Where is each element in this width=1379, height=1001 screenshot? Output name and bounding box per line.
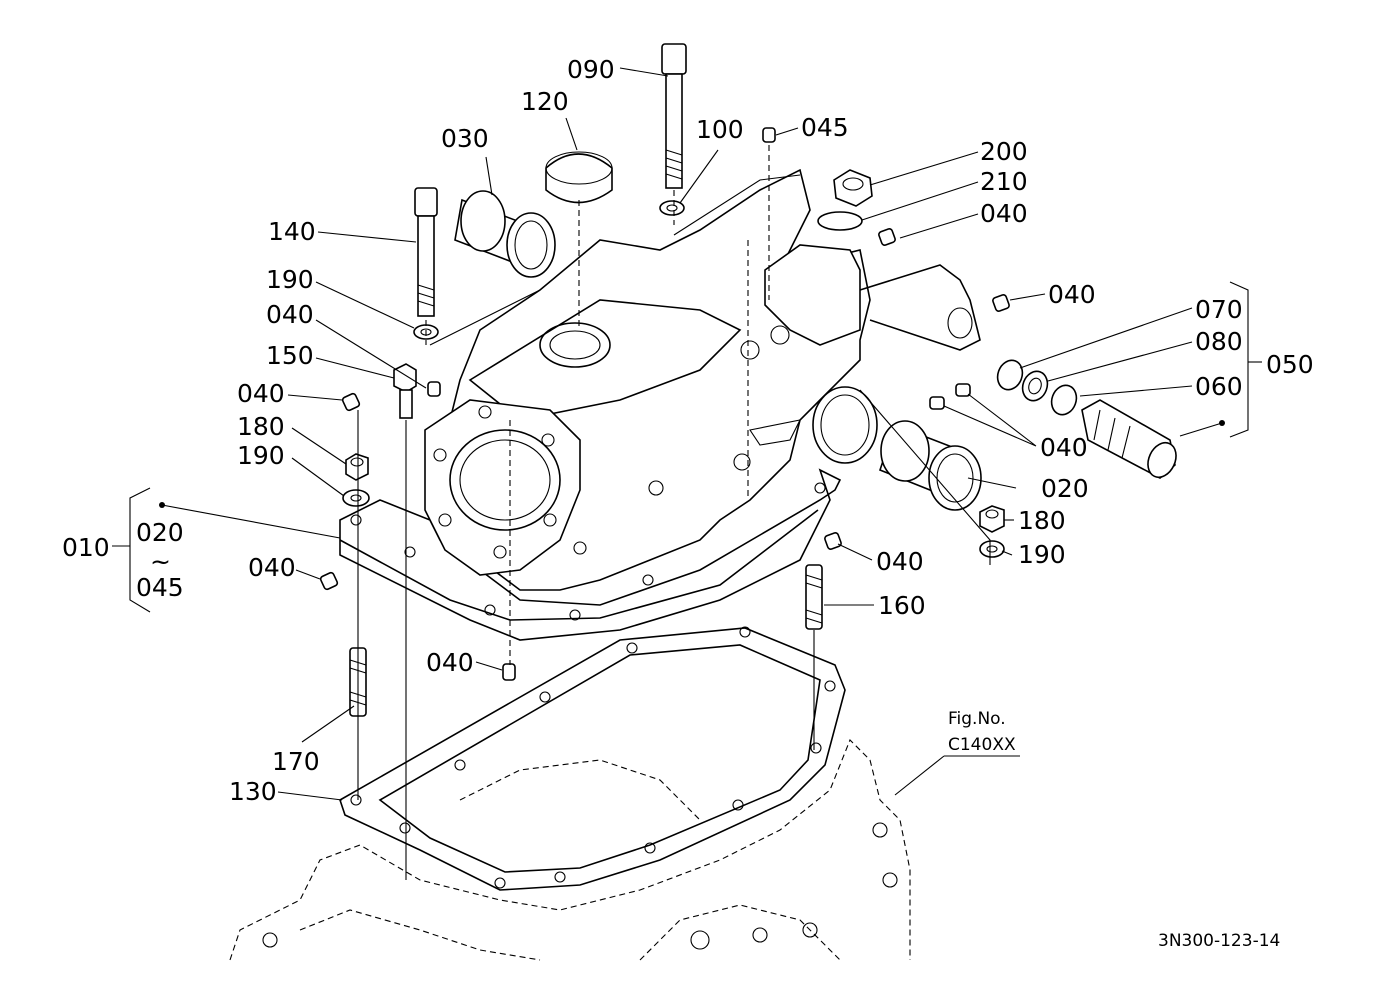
label-040-a: 040: [980, 199, 1028, 228]
label-100: 100: [696, 115, 744, 144]
label-120: 120: [521, 87, 569, 116]
label-010: 010: [62, 533, 110, 562]
bolt-140: [414, 187, 438, 317]
o-ring-070: [996, 359, 1024, 391]
screw-150: [393, 363, 417, 419]
bushing-020: [879, 420, 982, 511]
label-040-b: 040: [1048, 280, 1096, 309]
label-060: 060: [1195, 372, 1243, 401]
figure-reference: Fig.No. C140XX: [948, 709, 1016, 755]
cap-120: [545, 151, 613, 204]
label-200: 200: [980, 137, 1028, 166]
label-070: 070: [1195, 295, 1243, 324]
label-040-e: 040: [1040, 433, 1088, 462]
label-040-h: 040: [426, 648, 474, 677]
cylinder-housing: [339, 168, 981, 641]
label-130: 130: [229, 777, 277, 806]
fig-no-value: C140XX: [948, 735, 1016, 755]
label-020-b: 020: [136, 518, 184, 547]
transmission-case: [229, 739, 911, 961]
washer-100: [659, 200, 685, 216]
label-045-bottom: 045: [136, 573, 184, 602]
label-190-a: 190: [266, 265, 314, 294]
label-030: 030: [441, 124, 489, 153]
label-040-d: 040: [237, 379, 285, 408]
plug-200: [833, 169, 873, 207]
plug-040: [319, 127, 1010, 681]
label-tilde: ~: [150, 547, 171, 576]
label-190-b: 190: [237, 441, 285, 470]
fig-no-label: Fig.No.: [948, 709, 1006, 729]
label-140: 140: [268, 217, 316, 246]
label-150: 150: [266, 341, 314, 370]
label-180-a: 180: [237, 412, 285, 441]
o-ring-060: [1050, 384, 1078, 416]
label-090: 090: [567, 55, 615, 84]
leader-lines: [112, 67, 1262, 801]
label-045-top: 045: [801, 113, 849, 142]
bolt-090: [661, 43, 687, 189]
label-210: 210: [980, 167, 1028, 196]
label-080: 080: [1195, 327, 1243, 356]
label-040-f: 040: [876, 547, 924, 576]
stud-160: [805, 564, 823, 630]
washer-080: [1021, 370, 1049, 402]
label-160: 160: [878, 591, 926, 620]
part-labels: 090 120 100 045 030 200 210 040 140 040 …: [62, 55, 1314, 806]
label-170: 170: [272, 747, 320, 776]
gasket: [339, 626, 846, 891]
alignment-lines: [357, 145, 815, 880]
valve-050: [1081, 399, 1177, 479]
label-020-a: 020: [1041, 474, 1089, 503]
label-040-c: 040: [266, 300, 314, 329]
label-050: 050: [1266, 350, 1314, 379]
label-180-b: 180: [1018, 506, 1066, 535]
drawing-code: 3N300-123-14: [1158, 931, 1280, 951]
bushing-030: [454, 190, 556, 278]
o-ring-210: [817, 211, 863, 231]
nut-180: [345, 453, 1005, 533]
label-190-c: 190: [1018, 540, 1066, 569]
label-040-g: 040: [248, 553, 296, 582]
